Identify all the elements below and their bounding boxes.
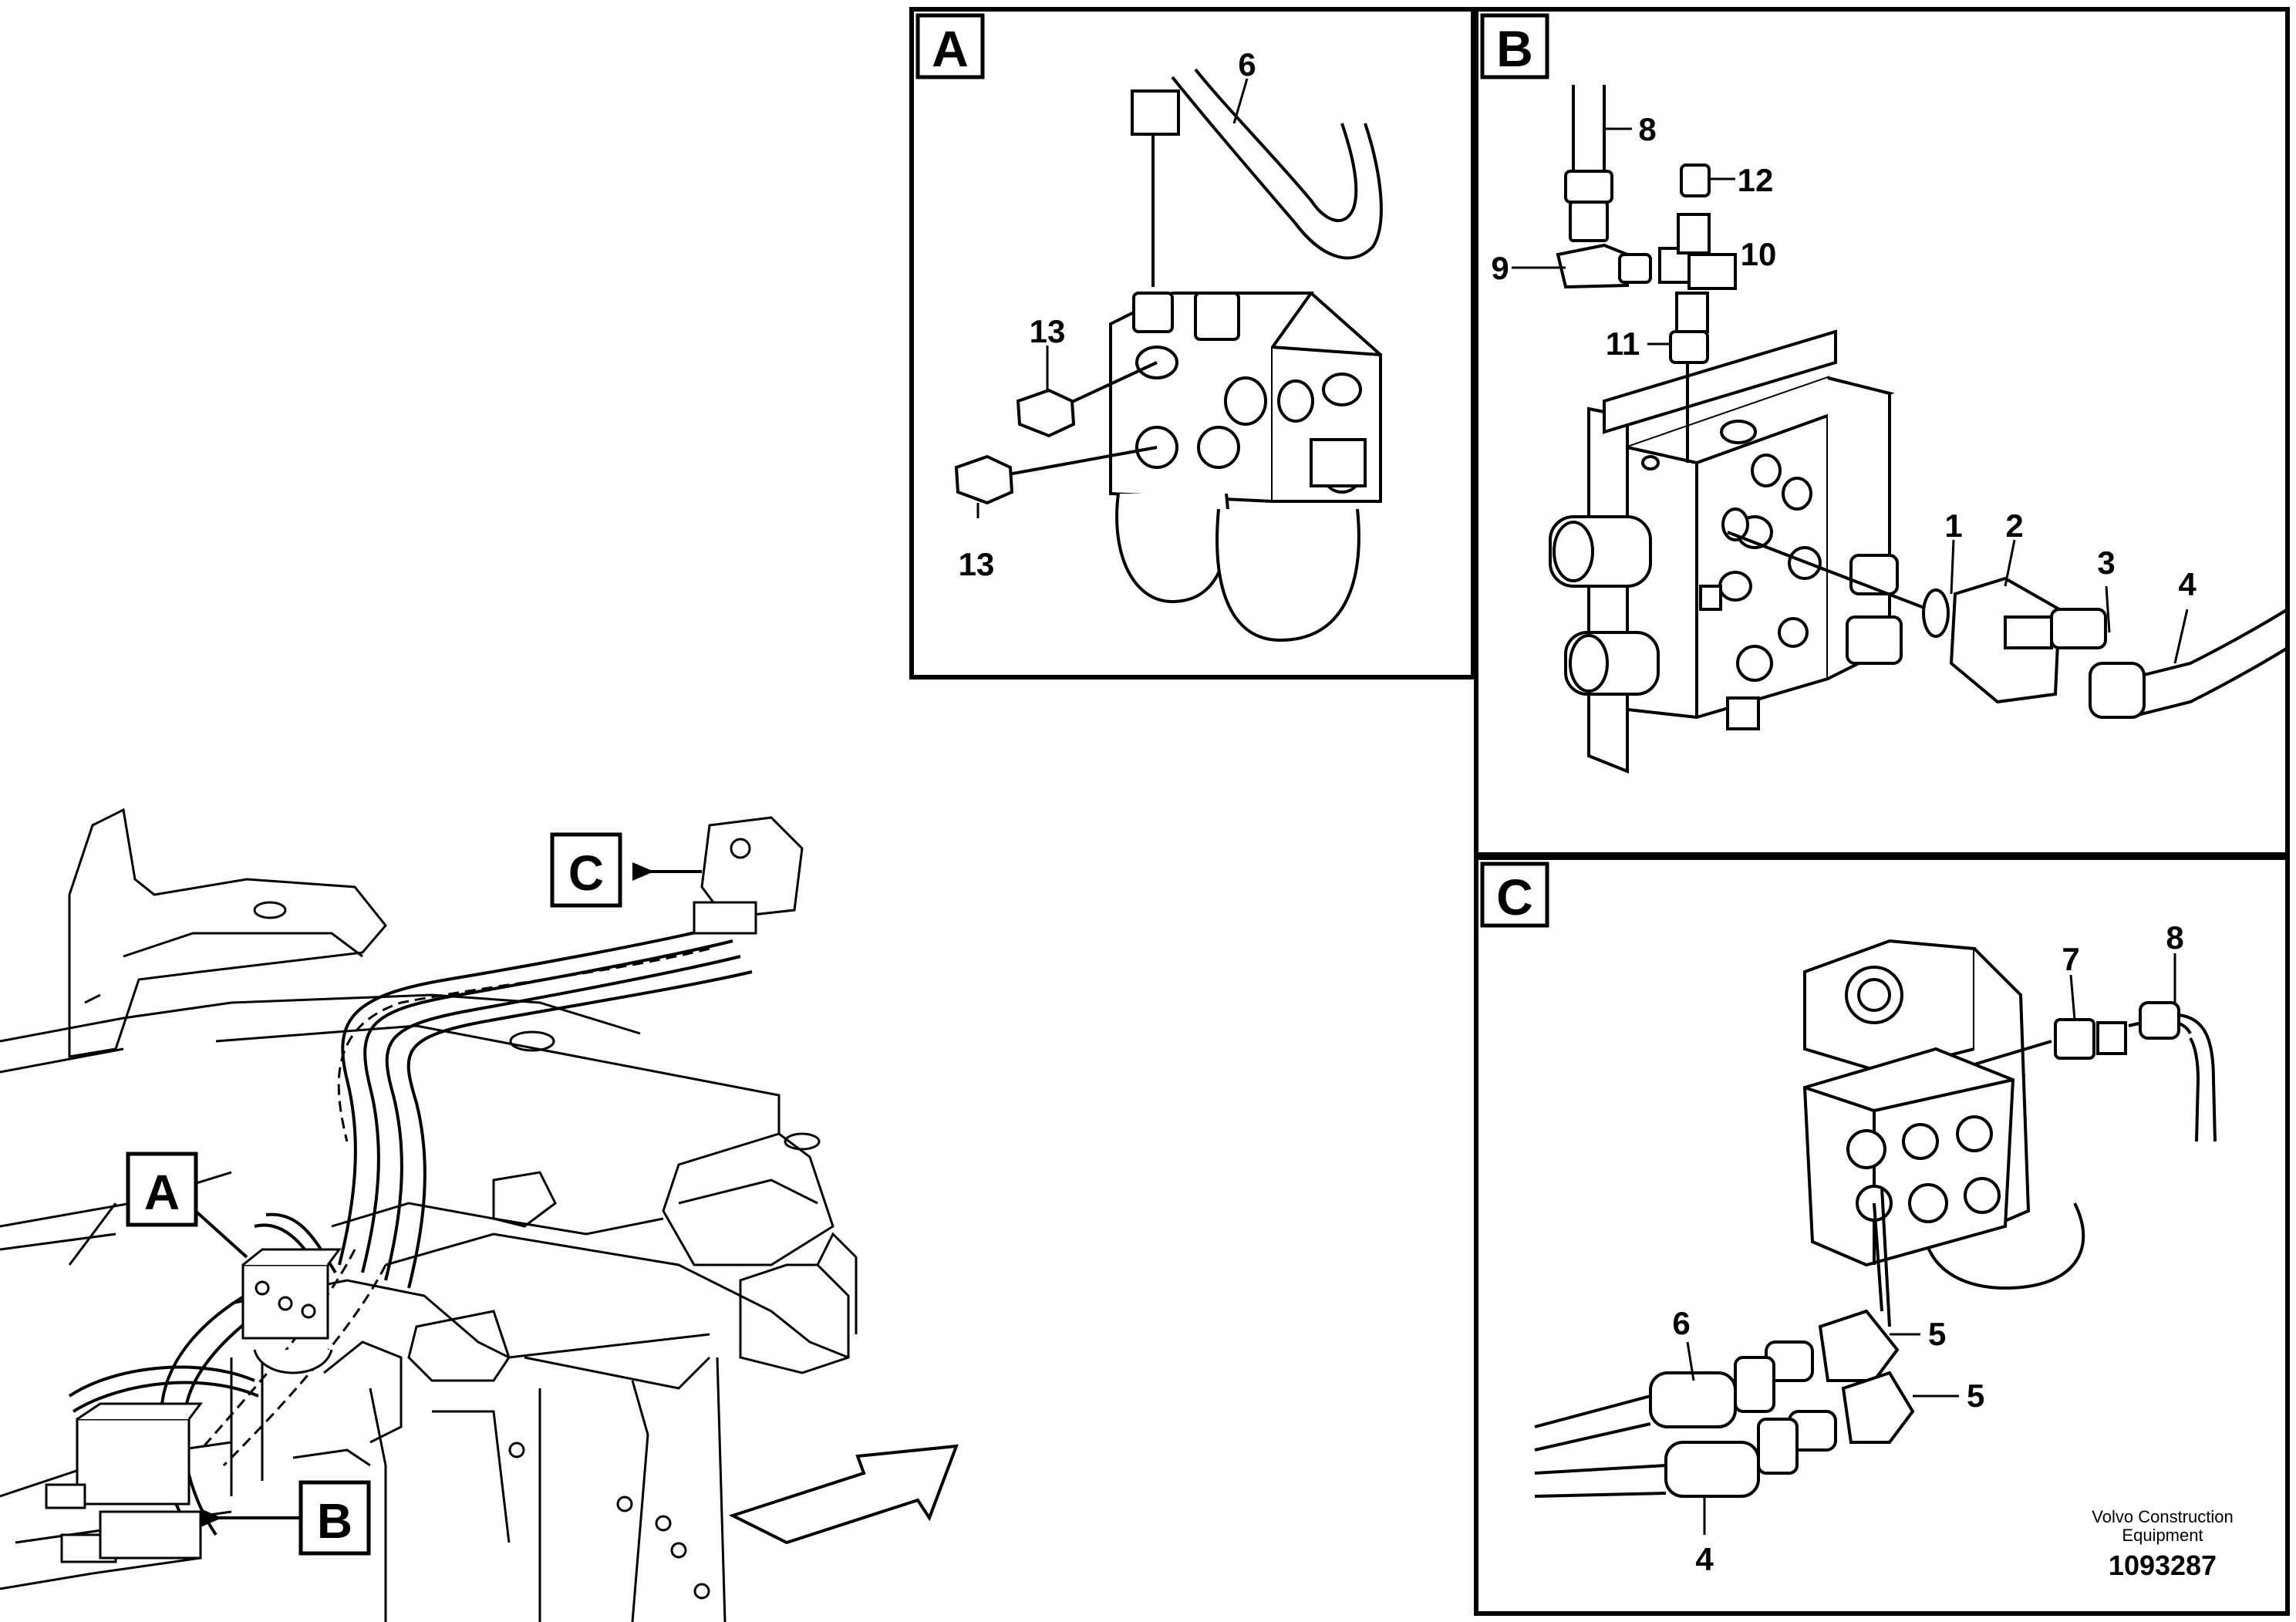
callout-c-label: C (568, 845, 604, 901)
panel-b-part-4: 4 (2178, 566, 2197, 602)
panel-b-part-9: 9 (1491, 250, 1509, 286)
callout-c: C (550, 832, 702, 908)
travel-direction-arrow (728, 1444, 959, 1545)
callout-a: A (126, 1152, 248, 1259)
panel-b-part-10: 10 (1741, 236, 1777, 272)
panel-c-part-7: 7 (2062, 941, 2079, 977)
panel-b-flange-hose (1727, 531, 2289, 719)
detail-panel-b: B (1474, 7, 2290, 857)
figure-number: 1093287 (2109, 1549, 2217, 1581)
panel-b-part-3: 3 (2097, 545, 2115, 581)
overview-valve-b (45, 1402, 203, 1563)
panel-a-part-6: 6 (1238, 46, 1256, 83)
panel-c-hoses-4-6 (1534, 1187, 1915, 1498)
panel-b-control-valve (1549, 329, 1903, 774)
panel-b-part-2: 2 (2005, 508, 2023, 544)
callout-a-label: A (144, 1165, 180, 1220)
detail-panel-a: A (909, 7, 1475, 679)
overview-valve-c (693, 816, 804, 935)
panel-b-part-1: 1 (1944, 508, 1962, 544)
panel-c-part-5-upper: 5 (1928, 1316, 1946, 1352)
panel-c-part-4: 4 (1695, 1541, 1714, 1577)
callout-b: B (201, 1480, 371, 1556)
callout-b-label: B (317, 1493, 352, 1549)
panel-c-part-8: 8 (2166, 919, 2183, 956)
panel-c-hose-8 (1974, 1001, 2217, 1142)
panel-c-steering-unit (1802, 939, 2085, 1290)
publisher-line1: Volvo Construction (2092, 1507, 2233, 1526)
panel-a-part-13-lower: 13 (959, 546, 995, 582)
panel-a-accumulator-block (1109, 292, 1382, 642)
panel-c-tag: C (1496, 868, 1533, 926)
detail-panel-c: C (1474, 855, 2290, 1616)
overview-valve-a (241, 1248, 342, 1374)
publisher-line2: Equipment (2122, 1526, 2203, 1545)
panel-c-part-5-lower: 5 (1967, 1378, 1984, 1414)
panel-b-part-8: 8 (1638, 111, 1656, 147)
panel-a-part-13-upper: 13 (1030, 313, 1066, 349)
panel-b-part-11: 11 (1606, 325, 1640, 362)
panel-c-part-6: 6 (1672, 1305, 1690, 1341)
panel-a-plugs-13 (954, 361, 1158, 505)
overview-hoses-dashed (199, 947, 710, 1467)
panel-b-fittings (1556, 85, 1737, 463)
panel-b-tag: B (1496, 20, 1533, 77)
panel-a-tag: A (932, 20, 969, 77)
panel-b-part-12: 12 (1738, 162, 1774, 198)
